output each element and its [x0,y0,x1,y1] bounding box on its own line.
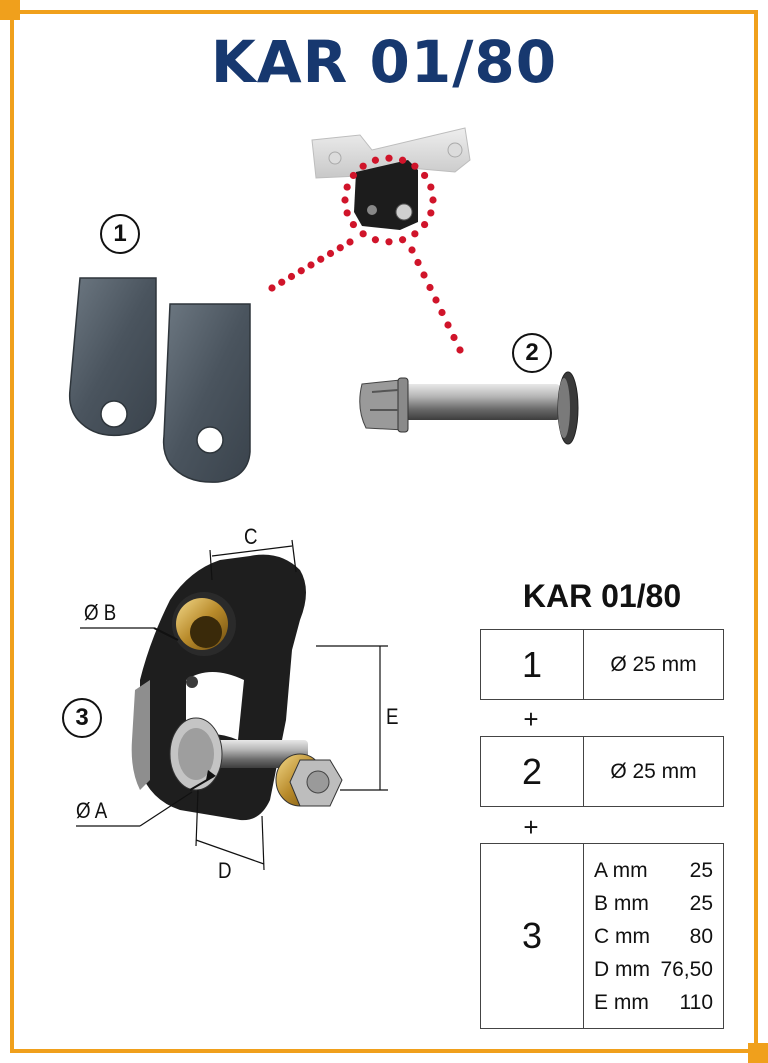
red-dot [346,238,354,246]
table-row-3: 3 A mm 25 B mm 25 C mm 80 D mm 76,50 E m… [480,843,724,1029]
spec-label-a: A mm [594,858,648,882]
table-row-3-number: 3 [481,844,584,1028]
frame-corner-bottom-right [748,1043,768,1063]
red-dot [411,162,419,170]
dimension-label-a: Ø A [76,798,108,823]
red-dot [414,258,422,267]
plus-sign-1: + [523,704,539,734]
table-row-2-number: 2 [481,737,584,806]
page-frame [10,10,758,1053]
red-dot [317,255,325,263]
part-1-plates-image [68,277,251,483]
dotted-leader-line-1 [268,238,354,292]
spec-label-c: C mm [594,924,650,948]
red-dot [426,283,434,292]
red-dot [268,284,276,292]
spec-value-d: 76,50 [660,957,713,981]
part-number-circle-2: 2 [512,333,552,373]
dimension-label-e: E [386,704,399,729]
red-dot [359,230,367,238]
red-dot [343,183,351,191]
red-dot [385,154,393,162]
dotted-leader-line-2 [408,246,464,354]
table-title: KAR 01/80 [522,578,682,614]
dimension-label-c: C [244,524,258,549]
red-dot [398,156,407,164]
dimension-label-d: D [218,858,232,883]
spec-row-c: C mm 80 [594,920,713,953]
red-dot [398,236,407,244]
part-number-circle-3: 3 [62,698,102,738]
red-dot [427,209,435,217]
red-dot [287,272,296,281]
red-dot [456,346,464,354]
red-dot [385,238,393,246]
red-dot [427,183,435,191]
table-row-1-value: Ø 25 mm [610,652,697,676]
spec-value-e: 110 [679,990,713,1014]
red-dot [411,230,419,238]
red-dot [341,196,349,204]
red-dot [420,220,429,229]
table-row-1-number: 1 [481,630,584,699]
spec-row-a: A mm 25 [594,854,713,887]
spec-row-d: D mm 76,50 [594,953,713,986]
spec-row-e: E mm 110 [594,986,713,1019]
spec-label-d: D mm [594,957,650,981]
red-dot [438,308,446,317]
highlight-dotted-circle [341,154,437,246]
red-dot [297,267,305,275]
red-dot [371,236,380,244]
table-row-2: 2 Ø 25 mm [480,736,724,807]
spec-row-b: B mm 25 [594,887,713,920]
spec-label-e: E mm [594,990,649,1014]
frame-corner-top-left [0,0,20,20]
table-row-2-value: Ø 25 mm [610,759,697,783]
red-dot [326,249,335,258]
page-title: KAR 01/80 [210,28,558,96]
red-dot [450,333,458,342]
red-dot [408,246,416,254]
spec-value-c: 80 [689,924,713,948]
red-dot [444,321,452,329]
red-dot [420,171,429,180]
spec-value-a: 25 [689,858,713,882]
red-dot [349,220,358,229]
red-dot [359,162,367,170]
table-row-3-specs: A mm 25 B mm 25 C mm 80 D mm 76,50 E mm … [584,844,723,1028]
red-dot [429,196,437,204]
assembly-overview-image [311,127,471,230]
red-dot [278,278,286,286]
part-3-shackle-image [131,554,343,821]
red-dot [307,261,315,269]
red-dot [432,296,440,304]
dimension-label-b: Ø B [84,600,117,625]
part-2-pin-image [359,371,579,445]
spec-label-b: B mm [594,891,649,915]
red-dot [336,244,344,252]
plus-sign-2: + [523,812,539,842]
spec-value-b: 25 [689,891,713,915]
red-dot [343,209,351,217]
red-dot [371,156,380,164]
table-row-1: 1 Ø 25 mm [480,629,724,700]
red-dot [420,271,428,279]
dimension-lines [76,539,388,871]
part-number-circle-1: 1 [100,214,140,254]
red-dot [349,171,358,180]
